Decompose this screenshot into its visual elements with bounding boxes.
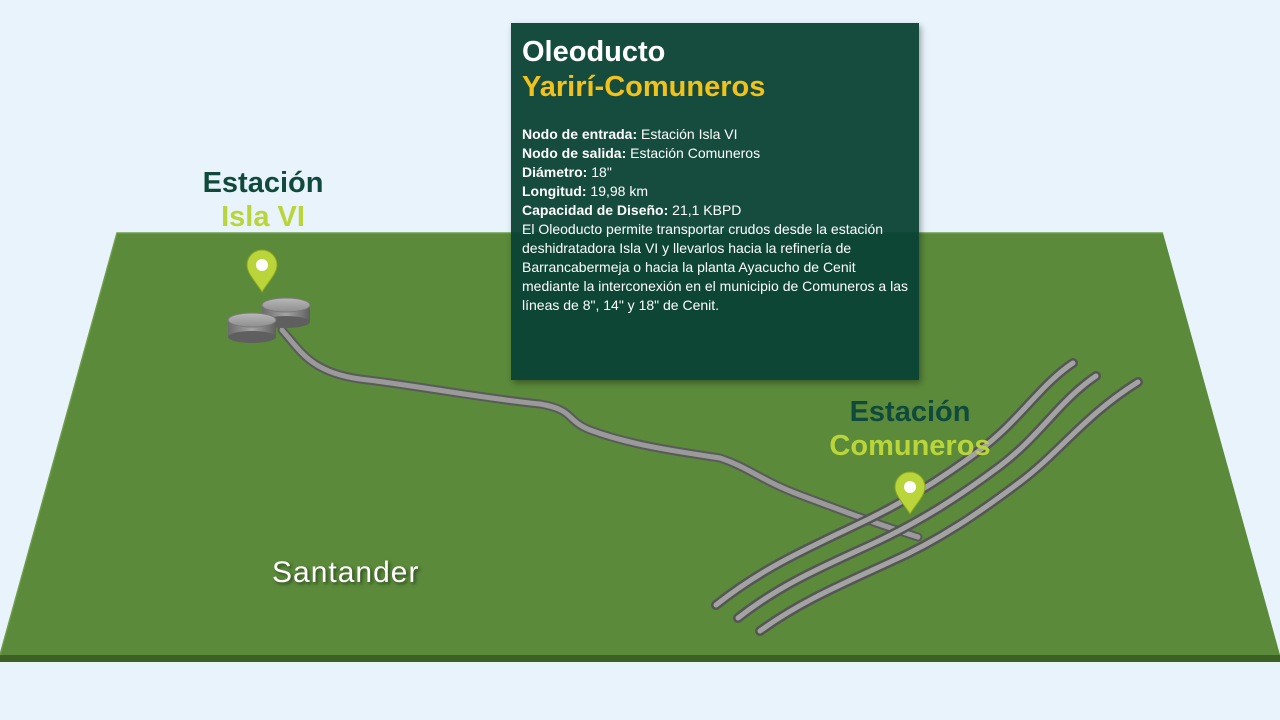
- station-label-comuneros: Estación Comuneros: [810, 395, 1010, 463]
- field-diameter: Diámetro: 18": [522, 163, 908, 182]
- card-body: Nodo de entrada: Estación Isla VI Nodo d…: [522, 125, 908, 315]
- station-label-line2: Isla VI: [221, 201, 305, 233]
- region-label: Santander: [272, 556, 420, 589]
- field-label: Nodo de entrada:: [522, 126, 638, 142]
- station-label-line1: Estación: [849, 396, 971, 428]
- storage-tank-icon: [227, 297, 311, 343]
- field-label: Nodo de salida:: [522, 145, 627, 161]
- main-pipeline: [277, 325, 923, 542]
- card-subtitle: Yarirí-Comuneros: [522, 71, 766, 103]
- field-exit-node: Nodo de salida: Estación Comuneros: [522, 144, 908, 163]
- map-pin-icon[interactable]: [246, 249, 278, 293]
- cenit-line-2: [733, 371, 1101, 623]
- field-value: Estación Comuneros: [626, 145, 761, 161]
- card-title: Oleoducto: [522, 36, 666, 68]
- field-length: Longitud: 19,98 km: [522, 182, 908, 201]
- field-value: 19,98 km: [586, 183, 649, 199]
- station-label-line2: Comuneros: [829, 430, 991, 462]
- station-label-line1: Estación: [202, 167, 324, 199]
- tank-front: [227, 312, 277, 343]
- field-label: Longitud:: [522, 183, 587, 199]
- field-entry-node: Nodo de entrada: Estación Isla VI: [522, 125, 908, 144]
- pipeline-info-card: Oleoducto Yarirí-Comuneros Nodo de entra…: [511, 23, 919, 380]
- field-label: Capacidad de Diseño:: [522, 202, 669, 218]
- field-value: Estación Isla VI: [637, 126, 738, 142]
- field-value: 21,1 KBPD: [668, 202, 742, 218]
- field-design-capacity: Capacidad de Diseño: 21,1 KBPD: [522, 201, 908, 220]
- map-pin-icon[interactable]: [894, 471, 926, 515]
- field-label: Diámetro:: [522, 164, 588, 180]
- card-description: El Oleoducto permite transportar crudos …: [522, 221, 908, 313]
- field-value: 18": [587, 164, 612, 180]
- cenit-line-3: [755, 377, 1143, 636]
- station-label-isla-vi: Estación Isla VI: [168, 166, 358, 234]
- pipeline-network: [277, 325, 1143, 636]
